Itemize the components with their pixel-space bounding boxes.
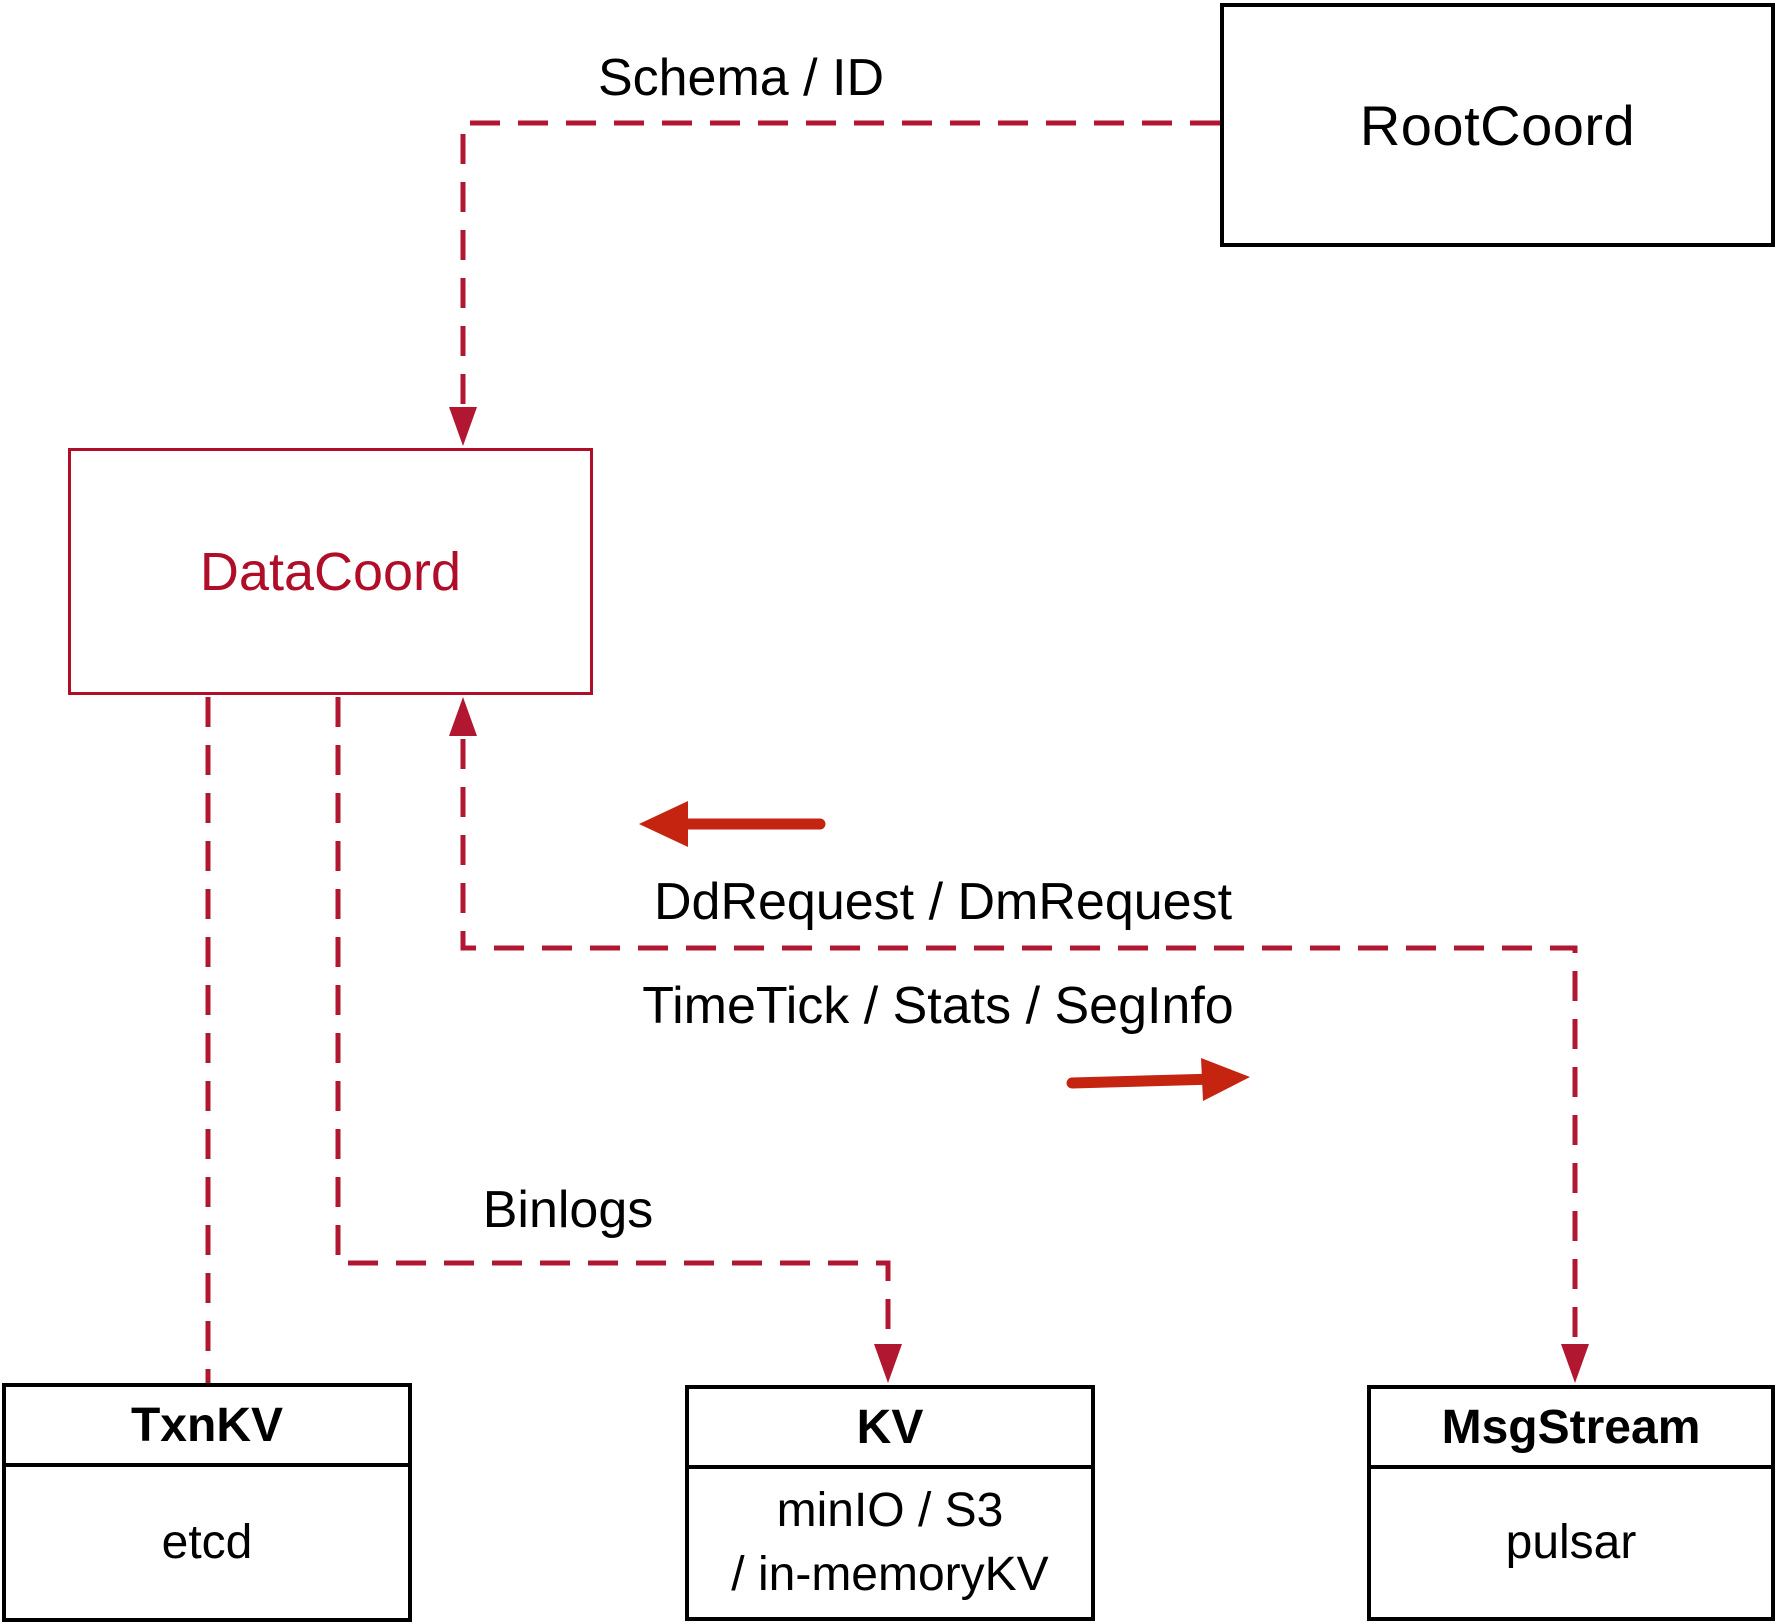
txnkv-title: TxnKV bbox=[6, 1387, 408, 1467]
kv-title: KV bbox=[689, 1389, 1091, 1469]
schema-id-connector bbox=[460, 120, 1220, 404]
arrowhead-into-datacoord-bottom bbox=[449, 697, 477, 736]
binlogs-connector bbox=[335, 697, 891, 1341]
datacoord-msgstream-connector bbox=[460, 739, 1578, 1341]
arrowhead-into-kv bbox=[874, 1344, 902, 1383]
schema-id-label: Schema / ID bbox=[597, 49, 885, 107]
timetick-stats-seginfo-label: TimeTick / Stats / SegInfo bbox=[642, 977, 1234, 1035]
ddrequest-dmrequest-label: DdRequest / DmRequest bbox=[653, 873, 1233, 931]
txnkv-value: etcd bbox=[161, 1515, 253, 1569]
arrowhead-into-msgstream bbox=[1561, 1344, 1589, 1383]
arrowhead-into-datacoord-top bbox=[449, 407, 477, 446]
kv-value-line2: / in-memoryKV bbox=[731, 1548, 1049, 1601]
txnkv-box: TxnKV etcd bbox=[2, 1383, 412, 1622]
binlogs-label: Binlogs bbox=[482, 1181, 654, 1239]
datacoord-box: DataCoord bbox=[68, 448, 593, 695]
right-direction-arrow-icon bbox=[1066, 1058, 1250, 1101]
kv-value-line1: minIO / S3 bbox=[776, 1484, 1004, 1537]
left-direction-arrow-icon bbox=[639, 801, 826, 847]
rootcoord-box: RootCoord bbox=[1220, 3, 1775, 247]
msgstream-value: pulsar bbox=[1505, 1516, 1637, 1569]
datacoord-label: DataCoord bbox=[199, 541, 462, 602]
msgstream-title: MsgStream bbox=[1371, 1389, 1771, 1469]
msgstream-box: MsgStream pulsar bbox=[1367, 1385, 1775, 1621]
rootcoord-label: RootCoord bbox=[1359, 93, 1636, 157]
kv-box: KV minIO / S3 / in-memoryKV bbox=[685, 1385, 1095, 1621]
